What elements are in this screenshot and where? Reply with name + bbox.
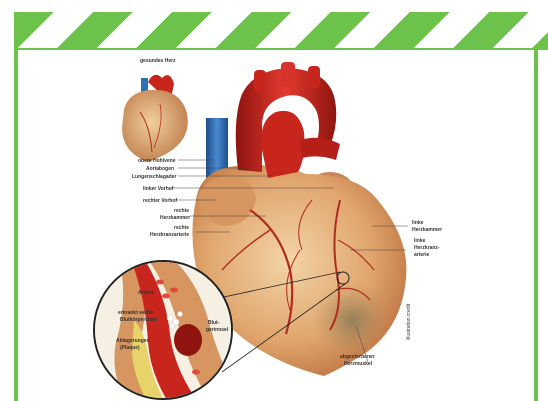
label-left-coronary-line2: Herzkranz- xyxy=(414,245,440,251)
small-healthy-heart xyxy=(122,75,188,162)
label-artery: Arterie xyxy=(138,290,154,296)
label-superior-vena-cava: obere Hohlvene xyxy=(138,158,176,164)
label-right-ventricle-line2: Herzkammer xyxy=(160,215,190,221)
label-pulmonary-artery: Lungenschlagader xyxy=(132,174,177,180)
label-left-coronary-line3: arterie xyxy=(414,252,430,258)
label-right-coronary-line1: rechte xyxy=(174,225,189,231)
label-left-ventricle-line2: Herzkammer xyxy=(412,227,442,233)
label-wbc-line2: Blutkörperchen xyxy=(120,317,157,323)
label-healthy-heart: gesundes Herz xyxy=(140,58,176,64)
label-plaque-line1: Ablagerungen xyxy=(116,338,150,344)
illustration-credit: illustration credit xyxy=(406,303,412,340)
label-clot-line1: Blut- xyxy=(208,320,220,326)
label-wbc-line1: erkrankt weiße xyxy=(118,310,153,316)
label-right-atrium: rechter Vorhof xyxy=(143,198,177,204)
label-right-ventricle-line1: rechte xyxy=(174,208,189,214)
label-dead-muscle-line2: Herzmuskel xyxy=(344,361,373,367)
label-left-ventricle-line1: linke xyxy=(412,220,424,226)
label-right-coronary-line2: Herzkranzarterie xyxy=(150,232,189,238)
label-left-atrium: linker Vorhof xyxy=(143,186,174,192)
label-aortic-arch: Aortabogen xyxy=(146,166,174,172)
label-clot-line2: gerinnsel xyxy=(206,327,229,333)
label-dead-muscle-line1: abgestorbener xyxy=(340,354,375,360)
label-left-coronary-line1: linke xyxy=(414,238,426,244)
label-plaque-line2: (Plaque) xyxy=(120,345,140,351)
